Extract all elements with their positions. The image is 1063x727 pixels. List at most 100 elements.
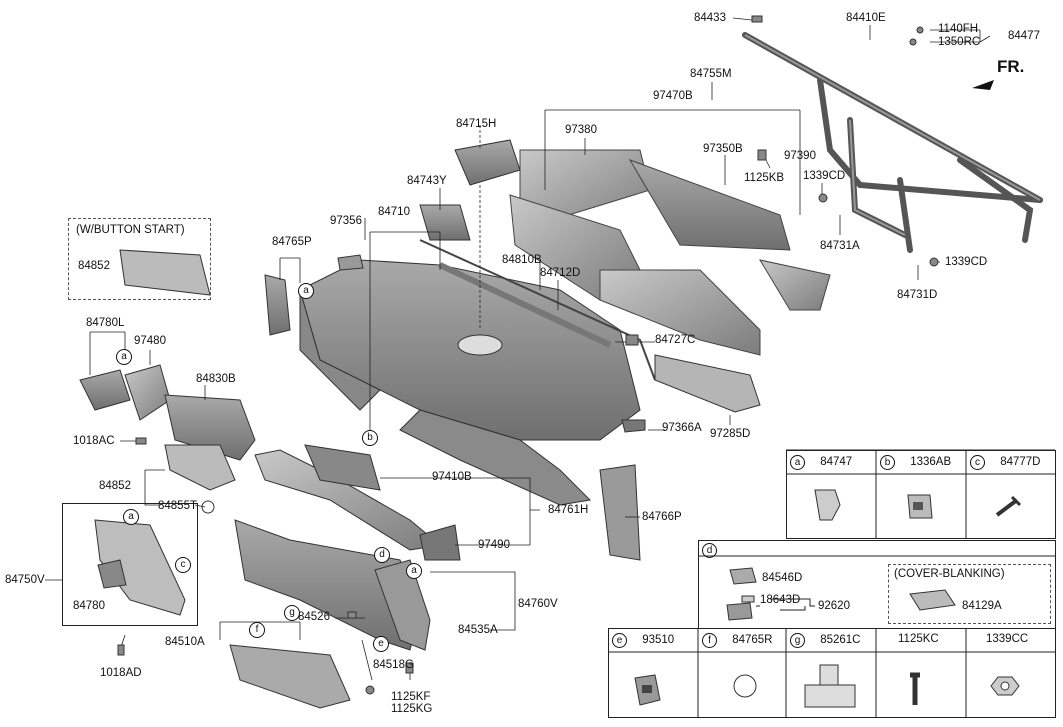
- button-start-title: (W/BUTTON START): [76, 224, 185, 236]
- front-arrow-icon: [972, 80, 994, 90]
- part-label-1350RC: 1350RC: [938, 36, 981, 48]
- legend-a-header: a 84747: [790, 455, 852, 470]
- legend-1339CC-header: 1339CC: [986, 633, 1028, 645]
- part-label-84755M: 84755M: [690, 68, 732, 80]
- legend-part-1336AB: 1336AB: [910, 456, 952, 468]
- part-label-84715H: 84715H: [456, 118, 497, 130]
- part-label-84780L: 84780L: [86, 317, 125, 329]
- legend-c-header: c 84777D: [970, 455, 1041, 470]
- legend-part-92620: 92620: [818, 600, 850, 612]
- cover-blanking-box: [888, 564, 1051, 624]
- part-label-1018AC: 1018AC: [73, 435, 115, 447]
- part-label-84727C: 84727C: [655, 334, 696, 346]
- cover-blanking-title: (COVER-BLANKING): [894, 568, 1005, 580]
- callout-a-3: a: [123, 509, 139, 525]
- legend-letter-f: f: [702, 633, 717, 648]
- part-label-97470B: 97470B: [653, 90, 693, 102]
- legend-part-18643D: 18643D: [760, 594, 801, 606]
- part-label-84433: 84433: [694, 12, 726, 24]
- part-label-84526: 84526: [298, 611, 330, 623]
- part-label-84712D: 84712D: [540, 267, 581, 279]
- part-label-1140FH: 1140FH: [938, 23, 979, 35]
- legend-f-header: f 84765R: [702, 633, 773, 648]
- part-label-1125KG: 1125KG: [391, 703, 433, 715]
- legend-letter-g: g: [790, 633, 805, 648]
- button-start-box: [68, 218, 211, 300]
- part-label-84852-a: 84852: [78, 260, 110, 272]
- legend-row-1-box: [786, 450, 1056, 539]
- part-label-1339CD-b: 1339CD: [945, 256, 988, 268]
- legend-1125KC-header: 1125KC: [898, 633, 939, 645]
- legend-e-header: e 93510: [612, 633, 674, 648]
- legend-g-header: g 85261C: [790, 633, 861, 648]
- callout-c-1: c: [175, 557, 191, 573]
- callout-e-1: e: [373, 636, 389, 652]
- part-label-84710: 84710: [378, 206, 410, 218]
- part-label-97490: 97490: [478, 539, 510, 551]
- part-label-97390: 97390: [784, 150, 816, 162]
- callout-d-1: d: [374, 547, 390, 563]
- part-label-1339CD-a: 1339CD: [803, 170, 846, 182]
- callout-b-1: b: [362, 430, 378, 446]
- part-label-84410E: 84410E: [846, 12, 886, 24]
- callout-a-1: a: [298, 283, 314, 299]
- part-label-84766P: 84766P: [642, 511, 682, 523]
- legend-part-1339CC: 1339CC: [986, 633, 1029, 645]
- legend-part-85261C: 85261C: [820, 634, 861, 646]
- legend-letter-d: d: [702, 543, 717, 558]
- part-label-97356: 97356: [330, 215, 362, 227]
- fasteners: [117, 15, 939, 695]
- part-label-84855T: 84855T: [158, 500, 198, 512]
- part-label-97350B: 97350B: [703, 143, 743, 155]
- legend-letter-a: a: [790, 455, 805, 470]
- callout-a-4: a: [406, 563, 422, 579]
- part-label-97285D: 97285D: [710, 428, 751, 440]
- part-label-1125KF: 1125KF: [391, 691, 431, 703]
- legend-part-84747: 84747: [820, 456, 853, 468]
- part-label-1018AD: 1018AD: [100, 667, 142, 679]
- legend-part-84129A: 84129A: [962, 600, 1002, 612]
- legend-part-84765R: 84765R: [732, 634, 773, 646]
- crossbar-frame: [742, 32, 1043, 253]
- legend-part-1125KC: 1125KC: [898, 633, 939, 645]
- part-label-84780: 84780: [73, 600, 105, 612]
- part-label-84743Y: 84743Y: [407, 175, 447, 187]
- part-label-84760V: 84760V: [518, 598, 558, 610]
- part-label-97480: 97480: [134, 335, 166, 347]
- part-label-84510A: 84510A: [165, 636, 205, 648]
- part-label-84518G: 84518G: [373, 659, 414, 671]
- legend-row-3-box: [608, 628, 1056, 718]
- part-label-84761H: 84761H: [548, 504, 589, 516]
- part-label-84731A: 84731A: [820, 240, 860, 252]
- duct-assembly: [509, 149, 831, 356]
- part-label-84765P: 84765P: [272, 236, 312, 248]
- legend-letter-e: e: [612, 633, 627, 648]
- part-label-97410B: 97410B: [432, 471, 472, 483]
- part-label-84810B: 84810B: [502, 254, 542, 266]
- legend-part-93510: 93510: [642, 634, 675, 646]
- part-label-97380: 97380: [565, 124, 597, 136]
- legend-part-84777D: 84777D: [1000, 456, 1041, 468]
- legend-d-header: d: [702, 543, 717, 558]
- callout-g-1: g: [284, 605, 300, 621]
- knee-panel-box: [62, 503, 198, 626]
- part-label-1125KB: 1125KB: [744, 172, 785, 184]
- part-label-84830B: 84830B: [196, 373, 236, 385]
- part-label-84852-b: 84852: [99, 480, 131, 492]
- legend-b-header: b 1336AB: [880, 455, 951, 470]
- legend-part-84546D: 84546D: [762, 572, 803, 584]
- part-label-97366A: 97366A: [662, 422, 702, 434]
- legend-letter-c: c: [970, 455, 985, 470]
- front-label: FR.: [997, 57, 1025, 76]
- detail-icons: [634, 489, 1022, 708]
- part-label-84477: 84477: [1008, 30, 1040, 42]
- callout-f-1: f: [249, 622, 265, 638]
- legend-letter-b: b: [880, 455, 895, 470]
- callout-a-2: a: [116, 349, 132, 365]
- part-label-84731D: 84731D: [897, 289, 938, 301]
- leader-lines: [45, 17, 991, 681]
- part-label-84750V: 84750V: [5, 574, 45, 586]
- part-label-84535A: 84535A: [458, 624, 498, 636]
